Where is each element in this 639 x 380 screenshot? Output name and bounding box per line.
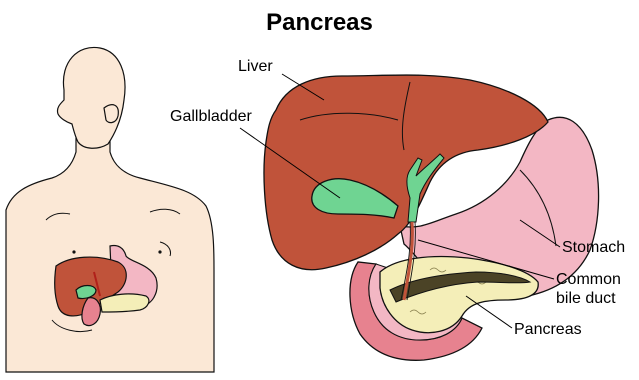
head <box>57 47 125 148</box>
label-stomach: Stomach <box>562 238 625 257</box>
label-common-bile-duct: Common bile duct <box>556 270 621 308</box>
label-liver: Liver <box>238 57 273 76</box>
human-torso-figure <box>6 47 214 372</box>
mini-pancreas <box>100 294 149 312</box>
label-common-bile-duct-line2: bile duct <box>556 289 621 308</box>
label-common-bile-duct-line1: Common <box>556 270 621 289</box>
organ-diagram <box>264 75 599 360</box>
ear <box>104 105 118 123</box>
label-pancreas: Pancreas <box>514 320 582 339</box>
label-gallbladder: Gallbladder <box>170 107 252 126</box>
